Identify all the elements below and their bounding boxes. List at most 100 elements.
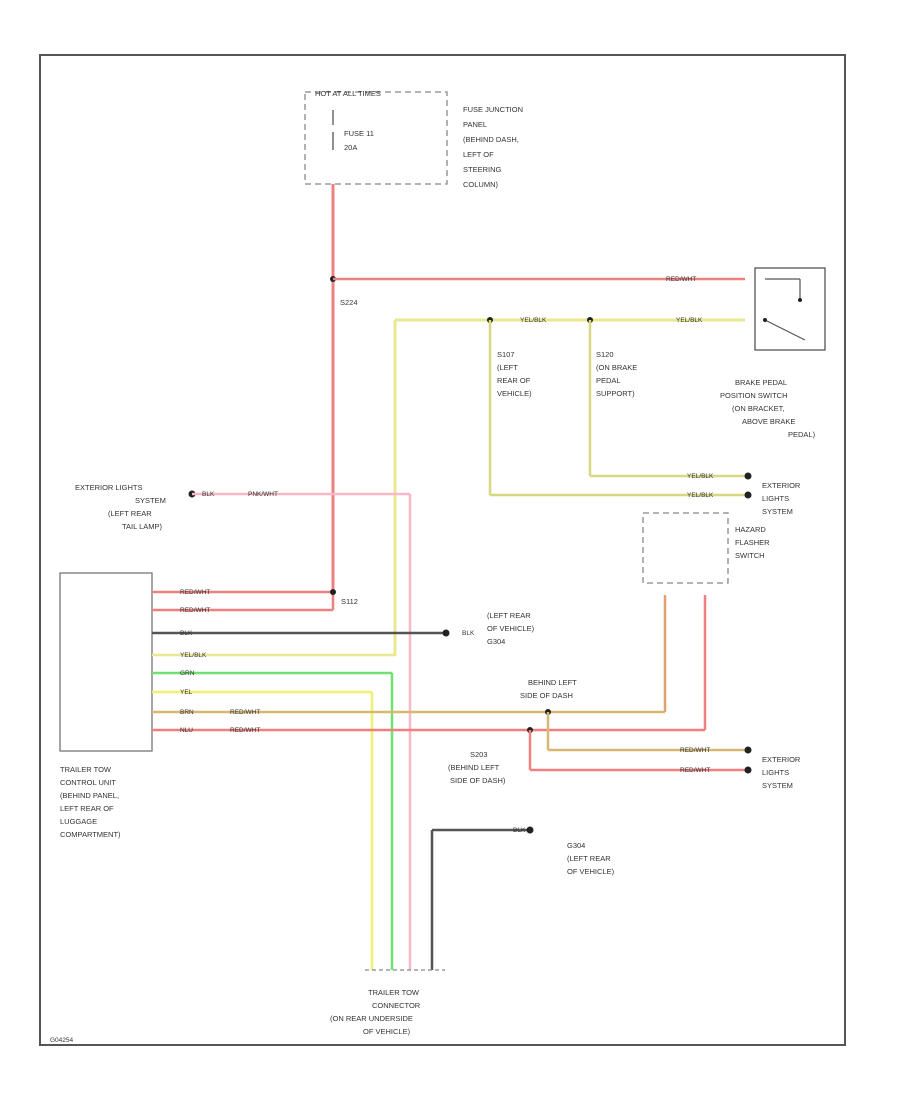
svg-text:TAIL LAMP): TAIL LAMP) xyxy=(122,522,163,531)
svg-text:(LEFT REAR: (LEFT REAR xyxy=(108,509,152,518)
svg-text:BRAKE PEDAL: BRAKE PEDAL xyxy=(735,378,787,387)
wire-label-cu-2: RED/WHT xyxy=(180,607,210,614)
svg-text:LIGHTS: LIGHTS xyxy=(762,768,789,777)
svg-text:PEDAL: PEDAL xyxy=(596,376,621,385)
wire-label-lower-2: RED/WHT xyxy=(680,767,710,774)
svg-text:(LEFT REAR: (LEFT REAR xyxy=(487,611,531,620)
wire-label-nlu: NLU xyxy=(180,727,193,734)
svg-text:BEHIND LEFT: BEHIND LEFT xyxy=(528,678,577,687)
hazard-flasher-box xyxy=(642,512,729,584)
svg-text:(BEHIND LEFT: (BEHIND LEFT xyxy=(448,763,500,772)
figure-id: G04254 xyxy=(50,1037,74,1044)
svg-text:S120: S120 xyxy=(596,350,614,359)
svg-text:LEFT OF: LEFT OF xyxy=(463,150,494,159)
trailer-control-unit xyxy=(59,572,153,752)
hot-at-all-times-label: HOT AT ALL TIMES xyxy=(315,89,381,98)
ext-lights-left-label: EXTERIOR LIGHTS SYSTEM (LEFT REAR TAIL L… xyxy=(75,483,166,531)
wire-label-yel-blk-2: YEL/BLK xyxy=(676,317,703,324)
svg-text:LEFT REAR OF: LEFT REAR OF xyxy=(60,804,114,813)
svg-text:G304: G304 xyxy=(567,841,585,850)
wire-label-yel: YEL xyxy=(180,689,193,696)
svg-text:G304: G304 xyxy=(487,637,505,646)
wire-label-lower-1: RED/WHT xyxy=(680,747,710,754)
wire-label-yel-blk-4: YEL/BLK xyxy=(687,492,714,499)
ext-lights-top-label: EXTERIOR LIGHTS SYSTEM xyxy=(762,481,801,516)
svg-text:REAR OF: REAR OF xyxy=(497,376,531,385)
wire-label-red-wht: RED/WHT xyxy=(666,276,696,283)
svg-text:SIDE OF DASH): SIDE OF DASH) xyxy=(450,776,506,785)
fuse-rating: 20A xyxy=(344,143,357,152)
svg-text:(BEHIND DASH,: (BEHIND DASH, xyxy=(463,135,519,144)
hazard-label: HAZARD FLASHER SWITCH xyxy=(735,525,770,560)
svg-text:PEDAL): PEDAL) xyxy=(788,430,816,439)
svg-text:SYSTEM: SYSTEM xyxy=(762,781,793,790)
svg-text:S203: S203 xyxy=(470,750,488,759)
ext-lights-bottom-label: EXTERIOR LIGHTS SYSTEM xyxy=(762,755,801,790)
wire-label-pnk-wht: PNK/WHT xyxy=(248,491,278,498)
svg-text:SYSTEM: SYSTEM xyxy=(135,496,166,505)
svg-text:TRAILER TOW: TRAILER TOW xyxy=(368,988,420,997)
fuse-panel-desc: FUSE JUNCTION PANEL (BEHIND DASH, LEFT O… xyxy=(463,105,523,189)
wire-label-cu-5: RED/WHT xyxy=(230,709,260,716)
svg-text:COMPARTMENT): COMPARTMENT) xyxy=(60,830,121,839)
wire-label-blk-pnk: BLK xyxy=(202,491,215,498)
svg-text:TRAILER TOW: TRAILER TOW xyxy=(60,765,112,774)
wire-label-cu-3: BLK xyxy=(180,630,193,637)
svg-text:(LEFT: (LEFT xyxy=(497,363,518,372)
svg-text:OF VEHICLE): OF VEHICLE) xyxy=(567,867,615,876)
svg-text:EXTERIOR LIGHTS: EXTERIOR LIGHTS xyxy=(75,483,143,492)
svg-text:STEERING: STEERING xyxy=(463,165,502,174)
connector-label: TRAILER TOW CONNECTOR (ON REAR UNDERSIDE… xyxy=(330,988,421,1036)
wire-label-blk-g304: BLK xyxy=(462,630,475,637)
svg-text:LUGGAGE: LUGGAGE xyxy=(60,817,97,826)
fuse-name: FUSE 11 xyxy=(344,129,374,138)
svg-text:ABOVE BRAKE: ABOVE BRAKE xyxy=(742,417,795,426)
s120-label: S120 (ON BRAKE PEDAL SUPPORT) xyxy=(596,350,637,398)
trailer-control-label: TRAILER TOW CONTROL UNIT (BEHIND PANEL, … xyxy=(60,765,121,839)
s203-label: S203 (BEHIND LEFT SIDE OF DASH) xyxy=(448,750,506,785)
svg-text:EXTERIOR: EXTERIOR xyxy=(762,481,801,490)
brake-switch-box xyxy=(754,267,826,351)
svg-text:SYSTEM: SYSTEM xyxy=(762,507,793,516)
g304-label-2: G304 (LEFT REAR OF VEHICLE) xyxy=(567,841,615,876)
svg-text:COLUMN): COLUMN) xyxy=(463,180,499,189)
fuse-junction-panel-box xyxy=(304,91,448,185)
svg-text:(LEFT REAR: (LEFT REAR xyxy=(567,854,611,863)
svg-text:CONNECTOR: CONNECTOR xyxy=(372,1001,421,1010)
wire-label-yel-blk-3: YEL/BLK xyxy=(687,473,714,480)
svg-text:VEHICLE): VEHICLE) xyxy=(497,389,532,398)
svg-text:EXTERIOR: EXTERIOR xyxy=(762,755,801,764)
svg-text:(ON BRACKET,: (ON BRACKET, xyxy=(732,404,785,413)
splice-s112: S112 xyxy=(341,597,358,606)
svg-text:LIGHTS: LIGHTS xyxy=(762,494,789,503)
svg-text:SIDE OF DASH: SIDE OF DASH xyxy=(520,691,573,700)
wire-label-brn: BRN xyxy=(180,709,194,716)
svg-text:(ON REAR UNDERSIDE: (ON REAR UNDERSIDE xyxy=(330,1014,413,1023)
wire-label-cu-6: RED/WHT xyxy=(230,727,260,734)
svg-text:OF VEHICLE): OF VEHICLE) xyxy=(363,1027,411,1036)
svg-text:HAZARD: HAZARD xyxy=(735,525,766,534)
svg-text:FUSE JUNCTION: FUSE JUNCTION xyxy=(463,105,523,114)
wire-label-yel-blk-1: YEL/BLK xyxy=(520,317,547,324)
diagram-frame xyxy=(39,54,846,1046)
svg-text:OF VEHICLE): OF VEHICLE) xyxy=(487,624,535,633)
brake-switch-label: BRAKE PEDAL POSITION SWITCH (ON BRACKET,… xyxy=(720,378,816,439)
svg-text:SWITCH: SWITCH xyxy=(735,551,765,560)
svg-text:CONTROL UNIT: CONTROL UNIT xyxy=(60,778,116,787)
wire-label-blk-lower: BLK xyxy=(513,827,526,834)
wire-label-cu-1: RED/WHT xyxy=(180,589,210,596)
svg-text:(BEHIND PANEL,: (BEHIND PANEL, xyxy=(60,791,119,800)
svg-text:PANEL: PANEL xyxy=(463,120,487,129)
wire-label-grn: GRN xyxy=(180,670,195,677)
behind-left-dash-label: BEHIND LEFT SIDE OF DASH xyxy=(520,678,577,700)
g304-label-1: (LEFT REAR OF VEHICLE) G304 xyxy=(487,611,535,646)
svg-text:POSITION SWITCH: POSITION SWITCH xyxy=(720,391,788,400)
wire-label-cu-4: YEL/BLK xyxy=(180,652,207,659)
splice-s224: S224 xyxy=(340,298,358,307)
svg-text:S107: S107 xyxy=(497,350,515,359)
s107-label: S107 (LEFT REAR OF VEHICLE) xyxy=(497,350,532,398)
svg-text:SUPPORT): SUPPORT) xyxy=(596,389,635,398)
svg-text:FLASHER: FLASHER xyxy=(735,538,770,547)
svg-text:(ON BRAKE: (ON BRAKE xyxy=(596,363,637,372)
